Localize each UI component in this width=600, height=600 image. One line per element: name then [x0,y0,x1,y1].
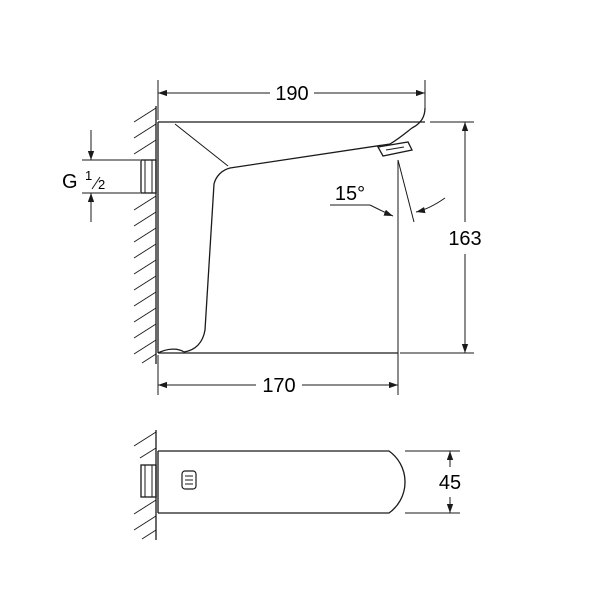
dim-163-label: 163 [448,228,481,250]
plan-view: 45 [133,430,461,540]
dim-45-label: 45 [439,472,461,494]
dim-170-label: 170 [262,375,295,397]
thread-label-den: 2 [98,177,105,192]
dim-190: 190 [157,80,426,120]
dim-thread: G 1 2 [62,130,140,222]
inlet-connector [140,159,157,194]
thread-label-g: G [62,171,78,193]
dim-45: 45 [405,450,461,514]
dim-170: 170 [157,160,399,397]
thread-label-num: 1 [85,168,92,183]
side-view: 190 163 170 15° [62,80,482,397]
dim-angle: 15° [330,159,446,223]
faucet-body-side [157,107,426,354]
dim-angle-label: 15° [335,183,365,205]
dim-163: 163 [400,121,482,354]
wall-side [133,106,157,364]
brand-logo-icon [181,470,197,490]
inlet-connector-plan [140,464,157,498]
faucet-body-plan [157,450,406,514]
dim-190-label: 190 [275,83,308,105]
